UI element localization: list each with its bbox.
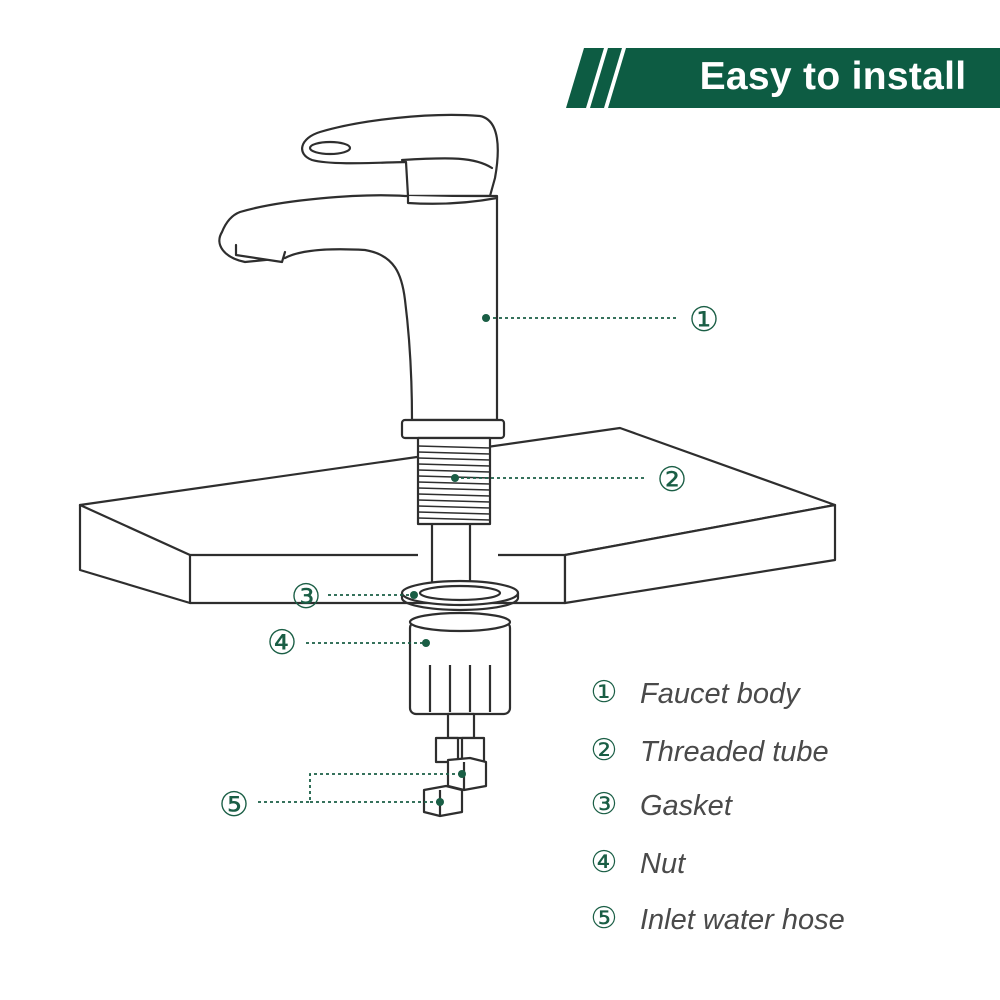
title-banner: Easy to install <box>566 48 1000 108</box>
leader-dots <box>410 314 490 806</box>
legend-number: ③ <box>590 787 618 822</box>
faucet-body <box>218 113 506 440</box>
legend-label: Inlet water hose <box>640 904 845 936</box>
banner-bar <box>608 48 1000 108</box>
callout-3: ③ <box>290 577 322 617</box>
legend-label: Faucet body <box>640 678 800 710</box>
leader-5a <box>258 773 462 803</box>
leader-lines <box>258 317 676 803</box>
callout-1: ① <box>688 300 720 340</box>
callout-2: ② <box>656 460 688 500</box>
legend-number: ② <box>590 733 618 768</box>
banner-stripe-1 <box>566 48 604 108</box>
gasket <box>400 579 520 612</box>
inlet-hose <box>422 712 488 818</box>
callout-5: ⑤ <box>218 785 250 825</box>
banner-stripe-2 <box>590 48 622 108</box>
legend-label: Nut <box>640 848 686 880</box>
legend-number: ① <box>590 675 618 710</box>
legend-label: Threaded tube <box>640 736 829 768</box>
banner-shape <box>566 48 1000 108</box>
nut <box>408 611 512 716</box>
legend-number: ⑤ <box>590 901 618 936</box>
legend-number: ④ <box>590 845 618 880</box>
legend-label: Gasket <box>640 790 732 822</box>
callout-4: ④ <box>266 623 298 663</box>
banner-title: Easy to install <box>699 55 967 98</box>
